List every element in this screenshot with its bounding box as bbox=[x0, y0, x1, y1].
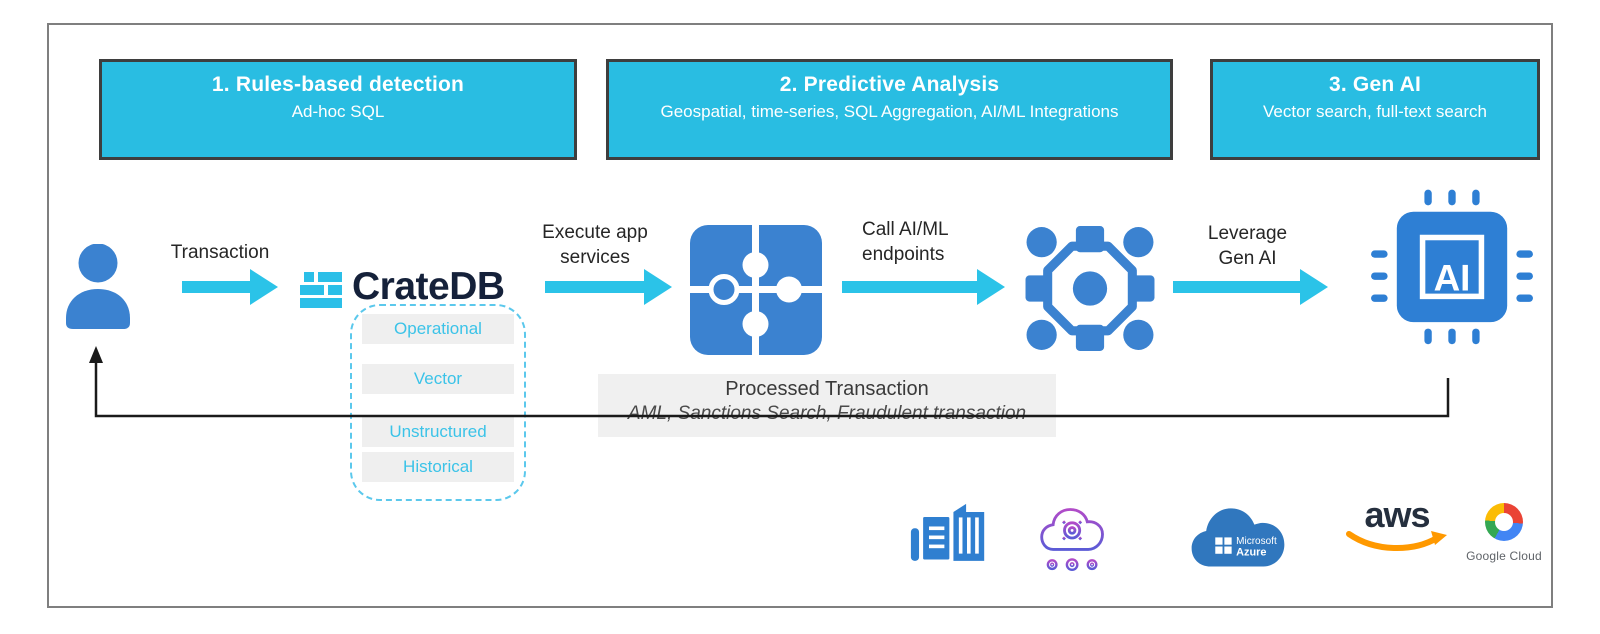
stage-box-rules-based-detection: 1. Rules-based detection Ad-hoc SQL bbox=[99, 59, 577, 160]
google-cloud-label: Google Cloud bbox=[1466, 549, 1542, 563]
google-cloud-logo: Google Cloud bbox=[1462, 503, 1546, 563]
chip-ai-text: AI bbox=[1434, 257, 1471, 298]
cratedb-logo-icon bbox=[300, 272, 346, 308]
google-cloud-icon bbox=[1485, 503, 1523, 541]
aws-logo: aws bbox=[1342, 494, 1452, 561]
processed-subtitle: AML, Sanctions Search, Fraudulent transa… bbox=[627, 403, 1027, 424]
transaction-label: Transaction bbox=[170, 242, 270, 263]
azure-text-line2: Azure bbox=[1236, 547, 1266, 559]
data-type-vector: Vector bbox=[362, 364, 514, 394]
cratedb-wordmark: CrateDB bbox=[352, 265, 505, 308]
stage-subtitle: Ad-hoc SQL bbox=[291, 102, 385, 121]
processed-title: Processed Transaction bbox=[725, 378, 929, 400]
app-services-puzzle-icon bbox=[690, 225, 822, 355]
azure-text-line1: Microsoft bbox=[1236, 536, 1277, 547]
aiml-endpoints-network-icon bbox=[1025, 226, 1155, 351]
data-type-unstructured: Unstructured bbox=[362, 417, 514, 447]
arrow-execute-icon bbox=[545, 269, 672, 305]
ai-chip-icon: AI bbox=[1371, 189, 1533, 345]
stage-subtitle: Geospatial, time-series, SQL Aggregation… bbox=[660, 102, 1119, 121]
data-type-operational: Operational bbox=[362, 314, 514, 344]
stage-box-predictive-analysis: 2. Predictive Analysis Geospatial, time-… bbox=[606, 59, 1173, 160]
call-aiml-endpoints-label: Call AI/ML endpoints bbox=[862, 219, 949, 265]
aws-wordmark: aws bbox=[1364, 494, 1430, 535]
data-type-historical: Historical bbox=[362, 452, 514, 482]
microsoft-azure-logo-icon: Microsoft Azure bbox=[1191, 508, 1285, 567]
enterprise-buildings-icon bbox=[910, 503, 985, 563]
arrow-genai-icon bbox=[1173, 269, 1328, 305]
stage-subtitle: Vector search, full-text search bbox=[1263, 102, 1487, 121]
stage-box-gen-ai: 3. Gen AI Vector search, full-text searc… bbox=[1210, 59, 1540, 160]
arrow-transaction-icon bbox=[182, 269, 278, 305]
stage-title: 2. Predictive Analysis bbox=[779, 73, 1000, 96]
arrow-aiml-icon bbox=[842, 269, 1005, 305]
user-person-icon bbox=[66, 244, 130, 329]
leverage-genai-label: Leverage Gen AI bbox=[1207, 223, 1288, 269]
stage-title: 1. Rules-based detection bbox=[211, 73, 465, 96]
aws-smile-icon bbox=[1346, 531, 1447, 551]
mlops-cloud-gear-icon bbox=[1040, 508, 1104, 572]
stage-title: 3. Gen AI bbox=[1328, 73, 1422, 96]
processed-transaction-box: Processed Transaction AML, Sanctions Sea… bbox=[598, 374, 1056, 437]
execute-app-services-label: Execute app services bbox=[542, 222, 648, 268]
